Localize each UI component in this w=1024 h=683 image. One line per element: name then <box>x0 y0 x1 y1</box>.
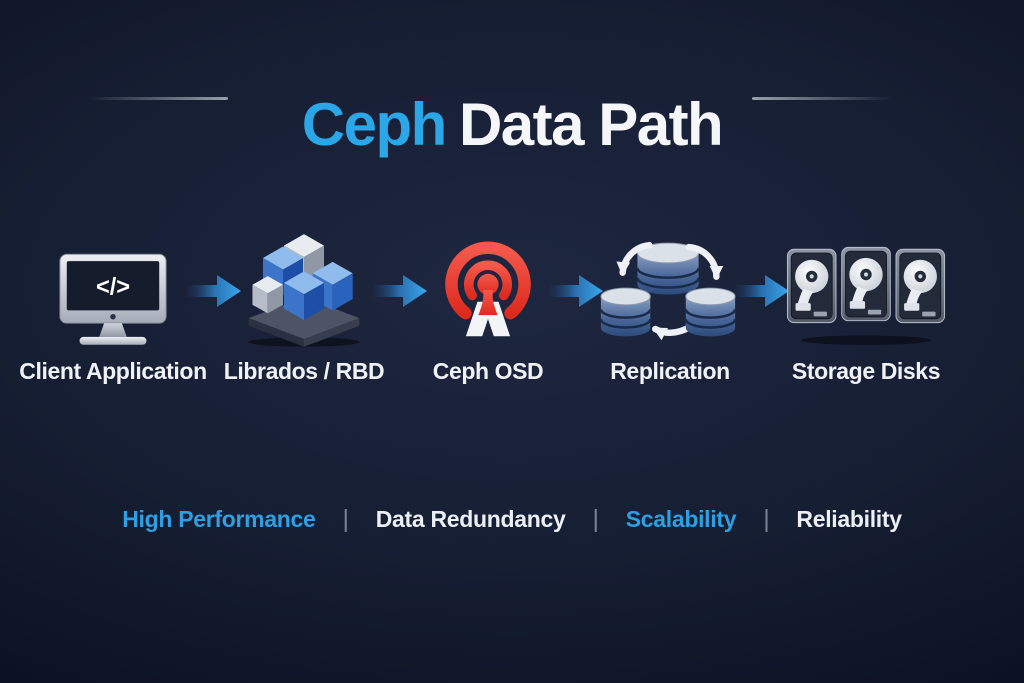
stage-label: Storage Disks <box>791 358 941 384</box>
stage-client-application: </> Client Application <box>3 234 223 385</box>
title-dash-right <box>752 97 892 100</box>
feature-reliability: Reliability <box>796 506 902 532</box>
code-glyph: </> <box>96 275 130 301</box>
stage-librados-rbd: Librados / RBD <box>194 234 414 385</box>
feature-separator: | <box>592 505 600 533</box>
feature-separator: | <box>763 505 770 533</box>
stage-icon-box: </> <box>54 234 172 348</box>
stage-label: Ceph OSD <box>432 358 544 384</box>
replication-icon <box>599 241 737 341</box>
stage-storage-disks: Storage Disks <box>756 234 976 385</box>
stage-icon-box <box>438 234 538 348</box>
storage-disks-icon <box>786 246 946 345</box>
features-row: High Performance | Data Redundancy | Sca… <box>0 505 1024 534</box>
stage-icon-box <box>241 234 367 348</box>
stage-icon-box <box>596 234 744 348</box>
stage-label: Client Application <box>19 358 207 384</box>
feature-scalability: Scalability <box>625 506 737 532</box>
cubes-icon <box>248 234 360 347</box>
feature-separator: | <box>342 505 350 533</box>
ceph-osd-icon <box>445 241 531 337</box>
feature-high-performance: High Performance <box>122 506 316 532</box>
title-rest: Data Path <box>458 91 724 159</box>
stage-icon-box <box>786 234 946 348</box>
stage-label: Replication <box>610 358 730 384</box>
title-dash-left <box>88 97 228 100</box>
stage-replication: Replication <box>560 234 780 385</box>
monitor-code-icon: </> <box>59 253 167 345</box>
stage-label: Librados / RBD <box>223 358 385 384</box>
stage-ceph-osd: Ceph OSD <box>378 234 598 385</box>
title-accent: Ceph <box>301 91 448 159</box>
feature-data-redundancy: Data Redundancy <box>375 506 566 532</box>
